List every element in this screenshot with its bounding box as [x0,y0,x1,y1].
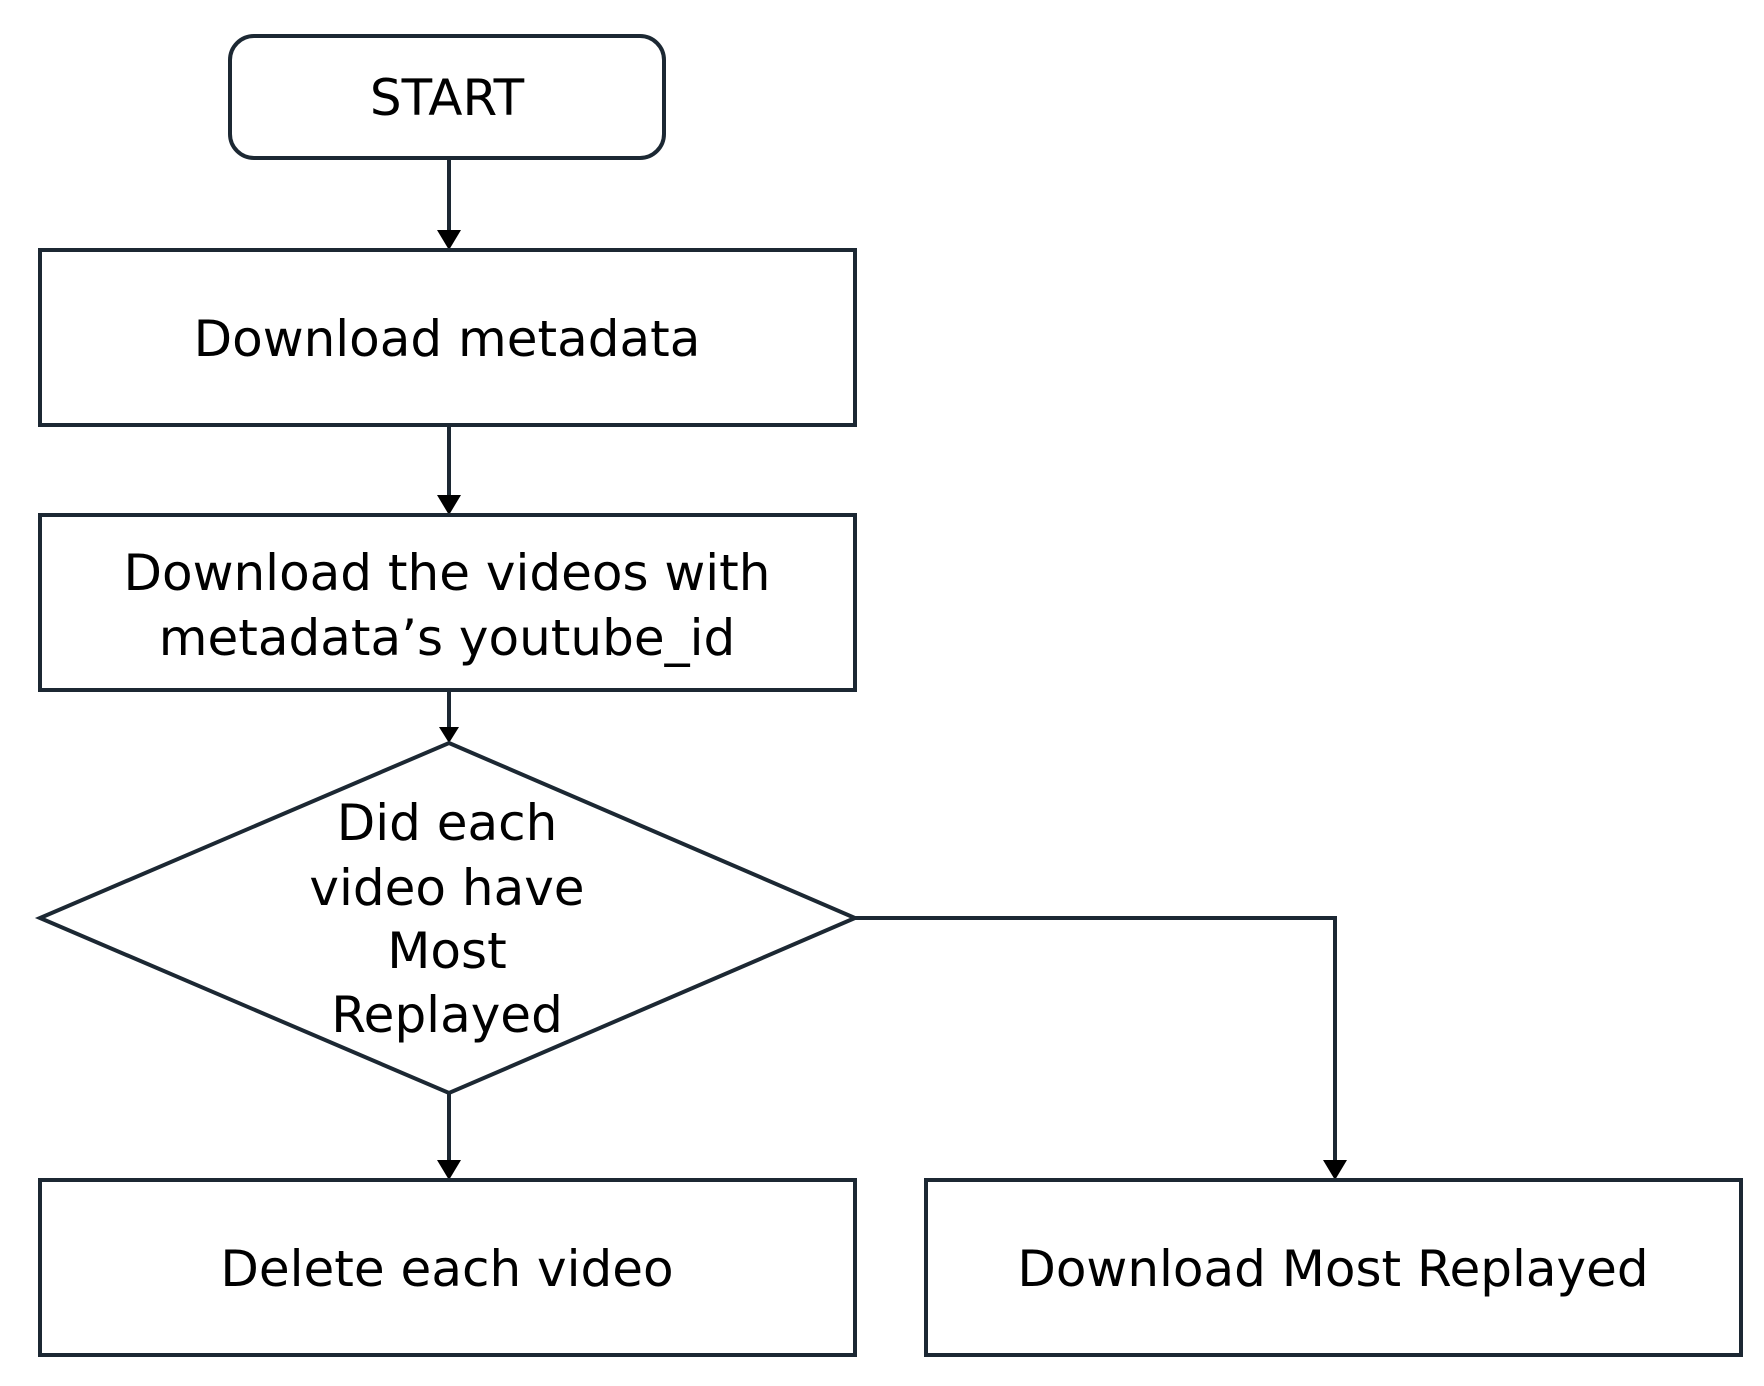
edge-decision-to-delete [437,1093,461,1180]
download-metadata-box [38,248,857,427]
decision-label-line1: Did each [337,794,558,852]
decision-node: Did each video have Most Replayed [34,740,861,1096]
delete-video-node: Delete each video [38,1178,857,1357]
start-node: START [228,34,666,160]
arrowhead [437,495,461,515]
download-most-replayed-label: Download Most Replayed [1017,1240,1648,1298]
delete-video-label: Delete each video [220,1240,673,1298]
arrowhead [1323,1160,1347,1180]
download-videos-label-line1: Download the videos with [124,544,771,602]
decision-label-line4: Replayed [331,986,563,1044]
download-metadata-label: Download metadata [194,310,701,368]
download-metadata-node: Download metadata [38,248,857,427]
arrowhead [437,1160,461,1180]
download-videos-node: Download the videos with metadata’s yout… [38,513,857,692]
edge-metadata-to-videos [437,425,461,515]
edge-videos-to-decision [439,690,459,743]
edge-start-to-metadata [437,158,461,250]
download-most-replayed-node: Download Most Replayed [924,1178,1743,1357]
edge-decision-to-most-replayed [855,916,1347,1180]
decision-label-line2: video have [309,859,584,917]
arrowhead [439,727,459,743]
download-videos-label-line2: metadata’s youtube_id [159,609,735,667]
arrowhead [437,230,461,250]
start-label: START [370,69,525,127]
decision-label-line3: Most [387,922,506,980]
download-most-replayed-box [924,1178,1743,1357]
delete-video-box [38,1178,857,1357]
